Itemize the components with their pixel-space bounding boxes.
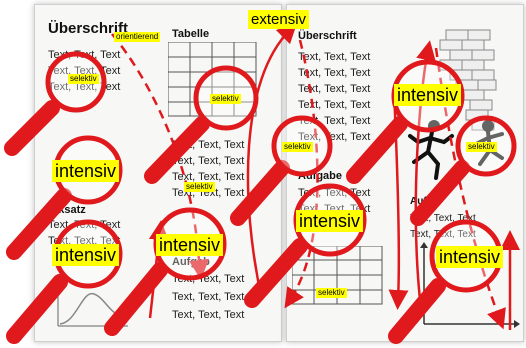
label-selektiv: selektiv [68, 74, 99, 84]
magnifier-icon [418, 118, 514, 218]
label-selektiv: selektiv [466, 142, 497, 152]
label-selektiv: selektiv [282, 142, 313, 152]
label-orientierend: orientierend [114, 32, 160, 42]
label-extensiv: extensiv [248, 10, 309, 29]
magnifier-icon [12, 54, 104, 148]
label-intensiv: intensiv [436, 246, 503, 268]
magnifier-icon [112, 210, 224, 328]
magnifier-icon [252, 186, 364, 300]
label-selektiv: selektiv [210, 94, 241, 104]
magnifier-icon [152, 68, 256, 176]
label-intensiv: intensiv [52, 160, 119, 182]
label-intensiv: intensiv [394, 84, 461, 106]
magnifier-icon [396, 222, 500, 336]
magnifier-icon [354, 62, 462, 176]
label-selektiv: selektiv [184, 182, 215, 192]
label-intensiv: intensiv [52, 244, 119, 266]
label-selektiv: selektiv [316, 288, 347, 298]
label-intensiv: intensiv [296, 210, 363, 232]
label-intensiv: intensiv [156, 234, 223, 256]
